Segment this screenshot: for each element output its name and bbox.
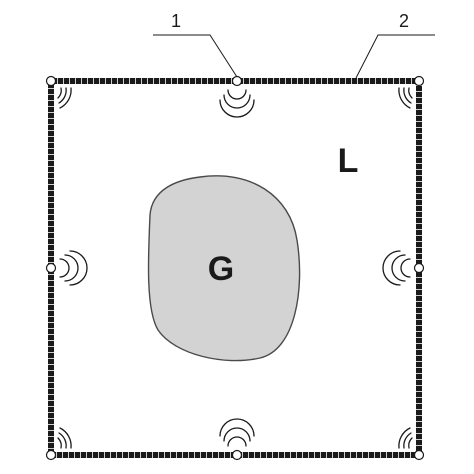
signal-wave-icon	[398, 427, 413, 449]
sensor-node-icon	[45, 262, 57, 274]
sensor-node-icon	[45, 75, 57, 87]
signal-wave-icon	[398, 87, 413, 109]
sensor-node-icon	[413, 449, 425, 461]
signal-wave-icon	[57, 87, 72, 109]
inner-region-g	[147, 175, 301, 362]
leader-line-1	[153, 34, 238, 78]
region-label-l: L	[338, 142, 359, 180]
signal-waves	[57, 87, 413, 449]
region-label-g: G	[208, 250, 234, 288]
signal-wave-icon	[382, 250, 411, 286]
signal-wave-icon	[59, 250, 88, 286]
sensor-nodes	[45, 75, 425, 461]
signal-wave-icon	[57, 427, 72, 449]
signal-wave-icon	[219, 89, 255, 118]
sensor-node-icon	[231, 75, 243, 87]
callout-label-1: 1	[171, 11, 181, 31]
signal-wave-icon	[219, 418, 255, 447]
leader-line-2	[355, 34, 435, 79]
sensor-node-icon	[231, 449, 243, 461]
sensor-node-icon	[413, 262, 425, 274]
callout-label-2: 2	[399, 11, 409, 31]
sensor-node-icon	[413, 75, 425, 87]
sensor-node-icon	[45, 449, 57, 461]
